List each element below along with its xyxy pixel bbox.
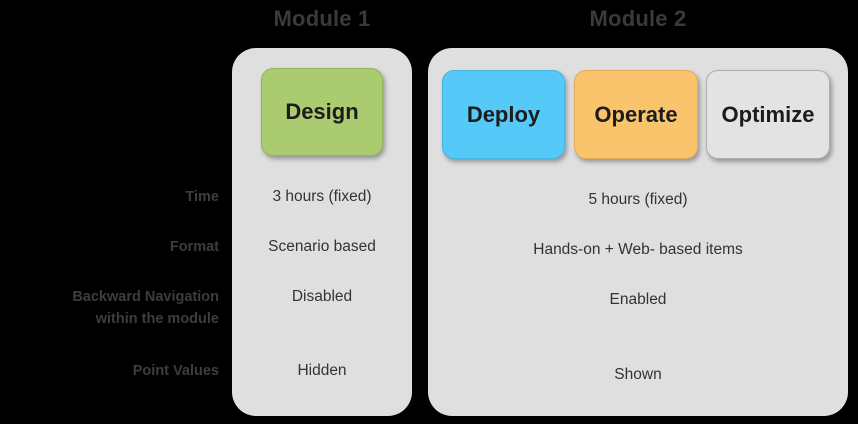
- phase-box-deploy[interactable]: Deploy: [442, 70, 565, 159]
- module-2-value-backward-navigation: Enabled: [609, 291, 667, 308]
- module-1-value-point-values: Hidden: [297, 362, 347, 379]
- phase-box-optimize[interactable]: Optimize: [706, 70, 830, 159]
- module-2-value-format: Hands-on + Web- based items: [533, 241, 743, 258]
- module-2-value-point-values: Shown: [614, 366, 662, 383]
- module-1-value-backward-navigation: Disabled: [291, 288, 353, 305]
- row-label-format: Format: [169, 239, 219, 255]
- module-2-value-time: 5 hours (fixed): [588, 191, 688, 208]
- row-label-backward-navigation: Backward Navigation within the module: [72, 289, 219, 327]
- module-2-title: Module 2: [589, 6, 687, 31]
- row-label-point-values: Point Values: [132, 363, 219, 379]
- module-1-title: Module 1: [273, 6, 371, 31]
- phase-box-design[interactable]: Design: [261, 68, 383, 156]
- module-1-value-format: Scenario based: [268, 238, 376, 255]
- module-1-value-time: 3 hours (fixed): [272, 188, 372, 205]
- phase-box-operate[interactable]: Operate: [574, 70, 698, 159]
- row-label-time: Time: [185, 189, 219, 205]
